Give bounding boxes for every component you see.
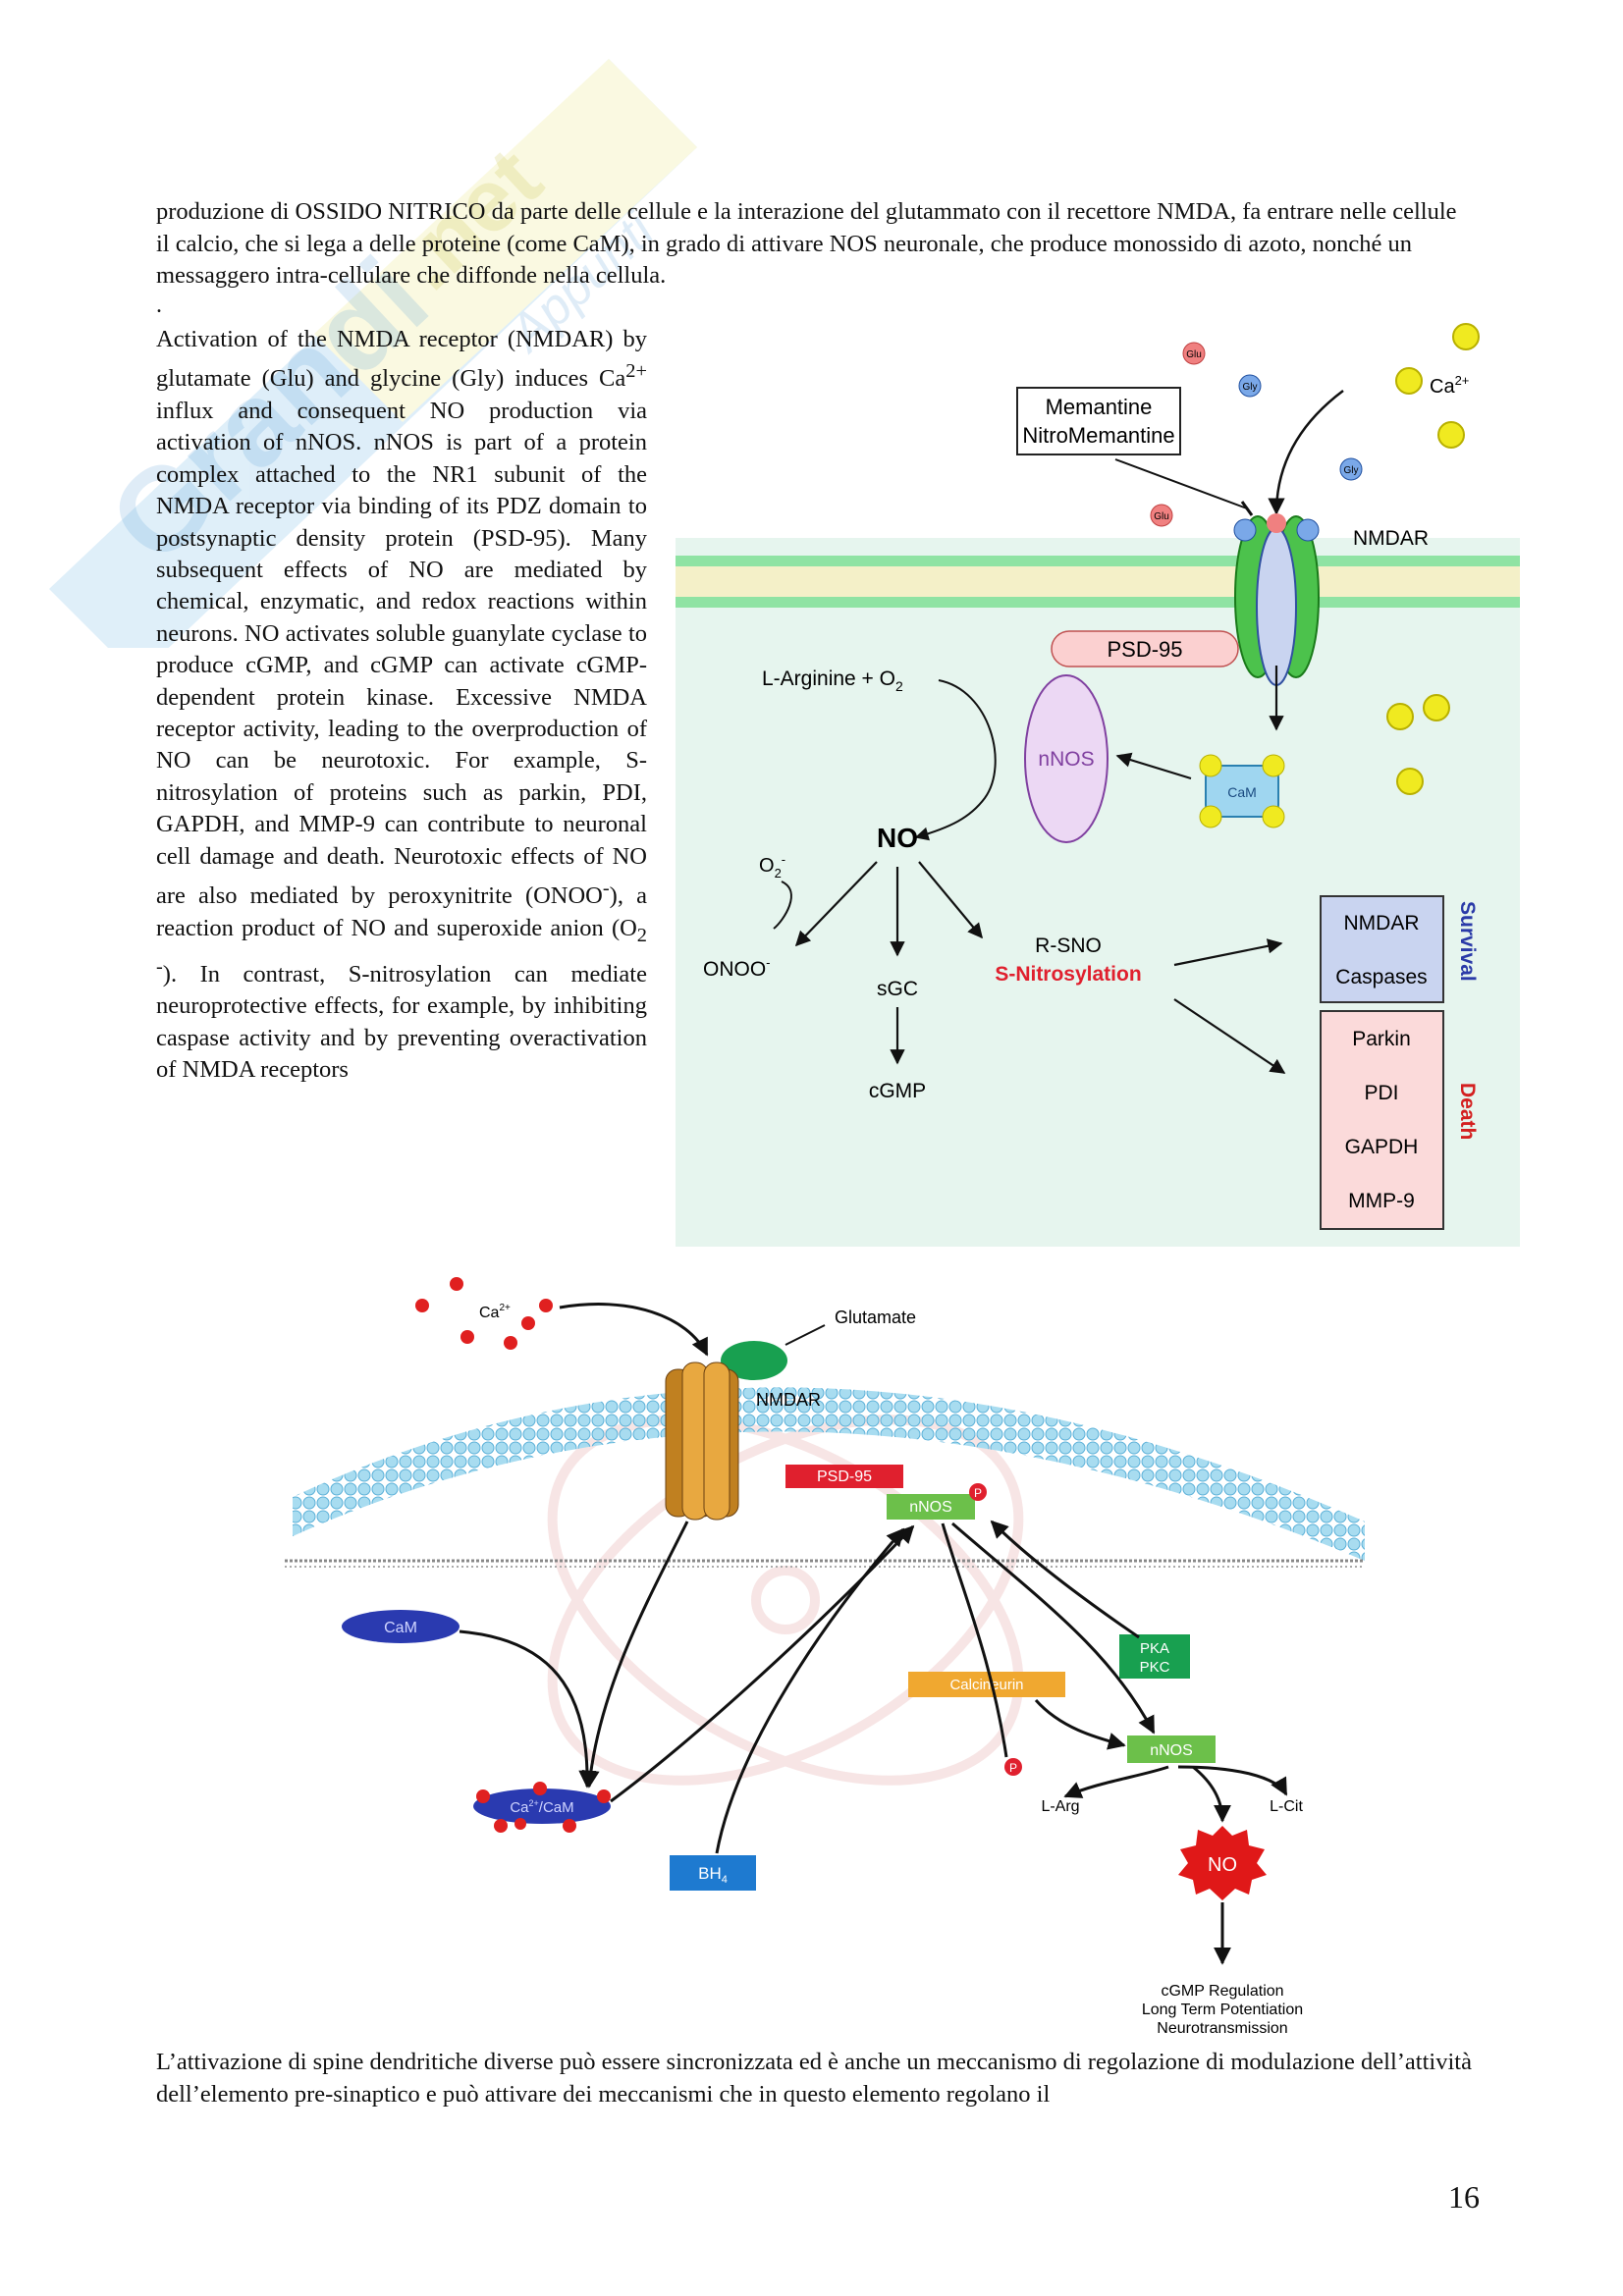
watermark-logo: Grandi .net Appunti	[49, 59, 697, 648]
survival-box: NMDAR Caspases	[1320, 895, 1444, 1003]
bh4-box	[670, 1855, 756, 1891]
death-item: PDI	[1364, 1082, 1398, 1104]
svg-text:CaM: CaM	[1227, 784, 1257, 800]
superoxide-label: O2-	[759, 852, 785, 881]
nnos-label: nNOS	[909, 1499, 952, 1516]
nmdar-label: NMDAR	[756, 1390, 821, 1410]
death-item: GAPDH	[1345, 1136, 1419, 1158]
nmdar-channel	[665, 1362, 739, 1521]
survival-item: NMDAR	[1344, 912, 1420, 934]
glutamate-molecule	[721, 1341, 787, 1380]
nnos-label: nNOS	[1038, 748, 1094, 771]
psd95-box	[785, 1465, 903, 1488]
svg-text:Glu: Glu	[1154, 511, 1169, 522]
sgc-label: sGC	[877, 978, 918, 1000]
death-box: Parkin PDI GAPDH MMP-9	[1320, 1010, 1444, 1230]
no-label: NO	[877, 823, 918, 853]
side-paragraph: Activation of the NMDA receptor (NMDAR) …	[156, 326, 647, 1084]
svg-text:P: P	[974, 1486, 982, 1500]
pathway-arrows	[459, 1520, 1288, 1965]
phospho-badge	[969, 1483, 987, 1501]
glutamate-label: Glutamate	[835, 1308, 916, 1327]
calcineurin-box	[908, 1672, 1065, 1697]
ca-ions	[415, 1277, 553, 1350]
nmdar-channel	[1233, 513, 1320, 686]
phospho-badge-2	[1004, 1758, 1022, 1776]
ca-label: Ca2+	[1430, 373, 1469, 398]
cell-membrane	[293, 1387, 1365, 1561]
nnos-box	[887, 1494, 975, 1520]
memantine-box: Memantine NitroMemantine	[1016, 387, 1181, 455]
svg-text:Ca2+/CaM: Ca2+/CaM	[510, 1798, 573, 1816]
cam-label: CaM	[384, 1620, 417, 1636]
survival-label: Survival	[1456, 901, 1479, 982]
psd95-label: PSD-95	[817, 1468, 872, 1485]
membrane-outer	[676, 556, 1520, 566]
svg-text:Memantine: Memantine	[1046, 395, 1153, 419]
l-arginine-label: L-Arginine + O2	[762, 667, 903, 694]
death-label: Death	[1456, 1083, 1479, 1140]
svg-text:P: P	[1009, 1761, 1017, 1775]
svg-text:Glu: Glu	[1186, 349, 1202, 360]
nnos-box-2	[1127, 1735, 1216, 1763]
survival-item: Caspases	[1335, 966, 1427, 988]
s-nitrosylation-label: S-Nitrosylation	[995, 963, 1141, 986]
nnos-regulation-figure: Ca2+ Glutamate NMDAR PSD-95 nNOS P CaM C…	[285, 1277, 1365, 2037]
psd95-pill	[1051, 630, 1239, 667]
svg-text:Gly: Gly	[1243, 382, 1258, 393]
gly-molecule: Gly Gly	[1238, 374, 1363, 481]
page-number: 16	[1448, 2179, 1480, 2215]
svg-text:Gly: Gly	[1344, 465, 1359, 476]
nmdar-label: NMDAR	[1353, 527, 1429, 550]
ca-ions	[1386, 323, 1480, 795]
l-cit-label: L-Cit	[1270, 1798, 1303, 1815]
svg-text:PKA: PKA	[1140, 1640, 1169, 1657]
stray-dot: .	[156, 293, 162, 318]
cgmp-label: cGMP	[869, 1080, 926, 1102]
cam-complex: CaM	[1199, 754, 1285, 828]
outcome-cgmp: cGMP Regulation	[1161, 1983, 1283, 2000]
nnos-oval	[1024, 674, 1109, 843]
death-item: MMP-9	[1348, 1190, 1415, 1212]
peroxynitrite-label: ONOO-	[703, 955, 771, 981]
intro-paragraph: produzione di OSSIDO NITRICO da parte de…	[156, 198, 1457, 289]
death-item: Parkin	[1352, 1028, 1411, 1050]
glu-molecule: Glu Glu	[1150, 342, 1206, 527]
psd95-label: PSD-95	[1107, 637, 1182, 662]
svg-text:PKC: PKC	[1140, 1659, 1170, 1676]
l-arg-label: L-Arg	[1041, 1798, 1079, 1815]
ca-label: Ca2+	[479, 1303, 511, 1321]
bh4-label: BH4	[698, 1864, 728, 1886]
ca-cam-complex: Ca2+/CaM	[473, 1782, 611, 1833]
r-sno-label: R-SNO	[1035, 934, 1102, 957]
outcome-neurotransmission: Neurotransmission	[1157, 2020, 1287, 2037]
nnos-label-2: nNOS	[1150, 1742, 1193, 1759]
pka-pkc-box	[1119, 1634, 1190, 1679]
calcineurin-label: Calcineurin	[949, 1677, 1023, 1693]
bottom-paragraph: L’attivazione di spine dendritiche diver…	[156, 2049, 1472, 2108]
no-label: NO	[1208, 1854, 1237, 1876]
svg-text:NitroMemantine: NitroMemantine	[1022, 423, 1174, 448]
no-burst	[1178, 1826, 1267, 1900]
nmda-no-pathway-figure: Glu Glu Gly Gly Ca2+ Memantine NitroMema…	[676, 323, 1520, 1247]
cam-ellipse	[342, 1610, 460, 1643]
outcome-ltp: Long Term Potentiation	[1142, 2002, 1303, 2018]
membrane-inner	[676, 597, 1520, 608]
